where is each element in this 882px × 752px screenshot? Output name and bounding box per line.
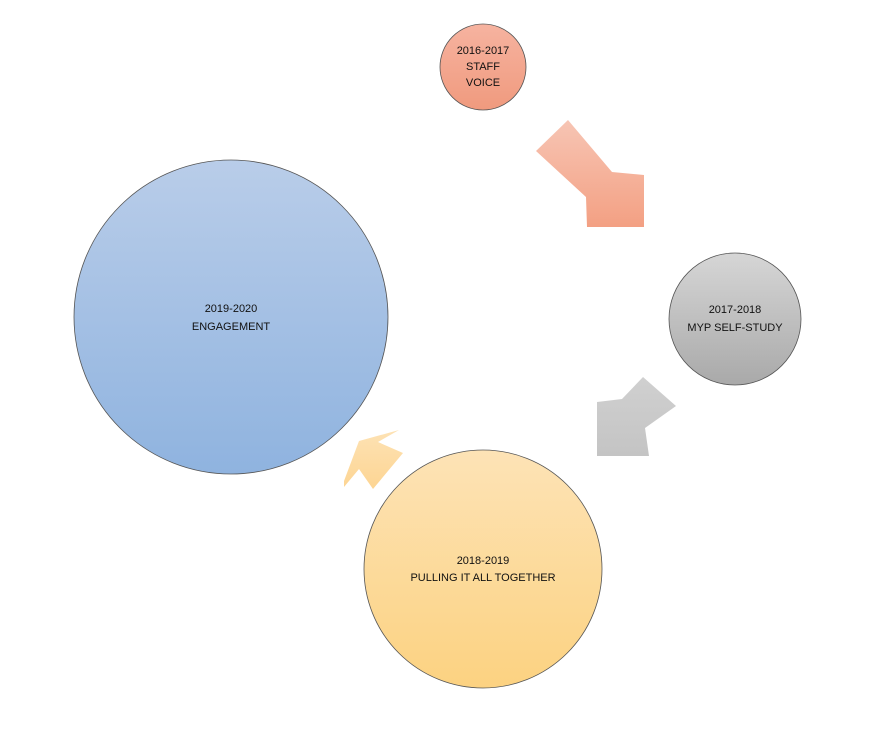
node-engagement: 2019-2020 ENGAGEMENT: [73, 159, 389, 475]
node-myp-self-study-year: 2017-2018: [709, 304, 762, 316]
arrow-staff-to-myp: [536, 120, 644, 227]
node-myp-self-study-circle: [668, 252, 802, 386]
arrow-myp-to-pulling: [597, 377, 676, 456]
node-pulling-label: PULLING IT ALL TOGETHER: [410, 572, 555, 584]
node-engagement-label: ENGAGEMENT: [192, 321, 271, 333]
node-pulling-year: 2018-2019: [457, 555, 510, 567]
node-pulling-it-all-together: 2018-2019 PULLING IT ALL TOGETHER: [363, 449, 603, 689]
node-myp-self-study: 2017-2018 MYP SELF-STUDY: [668, 252, 802, 386]
node-staff-voice-circle: [439, 23, 527, 111]
node-staff-voice: 2016-2017 STAFF VOICE: [439, 23, 527, 111]
node-engagement-circle: [73, 159, 389, 475]
node-staff-voice-year: 2016-2017: [457, 45, 510, 57]
node-engagement-year: 2019-2020: [205, 303, 258, 315]
node-pulling-circle: [363, 449, 603, 689]
node-myp-self-study-label: MYP SELF-STUDY: [687, 322, 783, 334]
node-staff-voice-label-1: STAFF: [466, 61, 500, 73]
node-staff-voice-label-2: VOICE: [466, 77, 500, 89]
arrow-pulling-to-engagement: [344, 430, 403, 489]
